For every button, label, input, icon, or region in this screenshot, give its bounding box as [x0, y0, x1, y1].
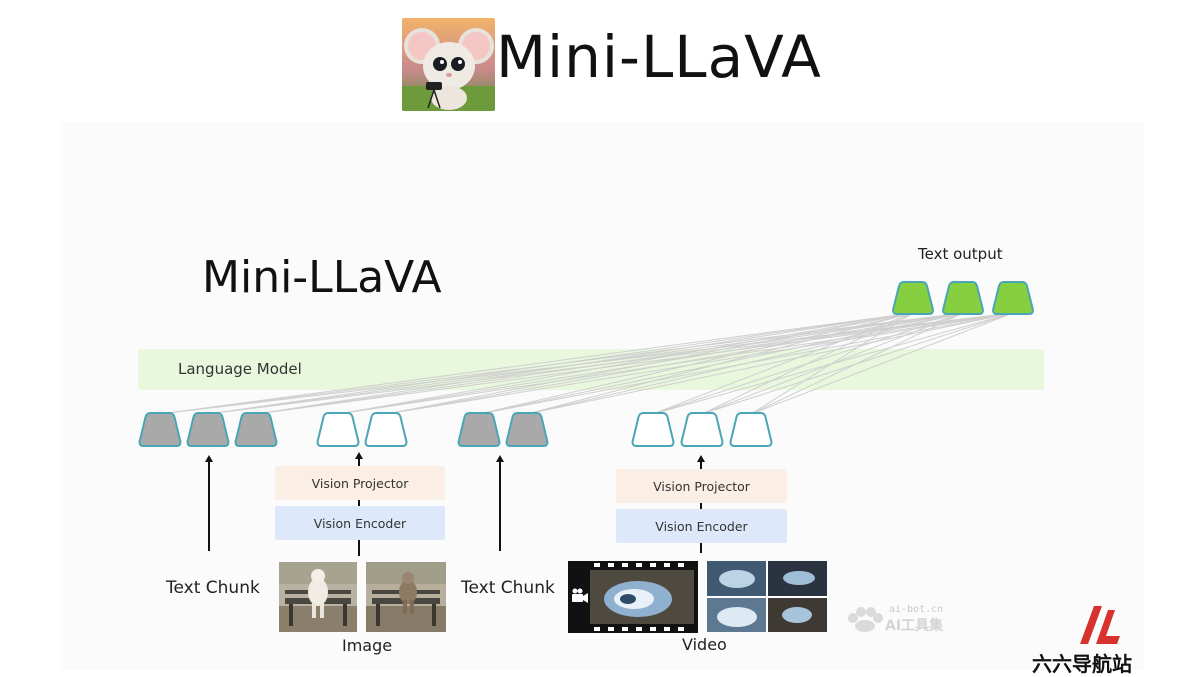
- token-link: [385, 312, 964, 415]
- nav-site-logo-icon: [1080, 606, 1120, 644]
- image-label: Image: [342, 636, 393, 655]
- video-label: Video: [682, 635, 727, 654]
- vision-token: [364, 412, 408, 447]
- token-link: [255, 312, 964, 415]
- output-token: [991, 281, 1035, 315]
- token-link: [255, 312, 914, 415]
- token-link: [337, 312, 914, 415]
- watermark-site: ai-bot.cn: [889, 604, 944, 615]
- nav-site-label: 六六导航站: [1032, 652, 1132, 676]
- video-camera-icon: [572, 588, 588, 603]
- token-link: [652, 312, 914, 415]
- video-frames-grid: [707, 561, 827, 632]
- output-token: [941, 281, 985, 315]
- vision-token: [729, 412, 773, 447]
- text-chunk-label-1: Text Chunk: [166, 578, 260, 598]
- token-link: [526, 312, 1014, 415]
- vision-token: [680, 412, 724, 447]
- language-model-label: Language Model: [178, 360, 302, 378]
- image-vision-encoder: Vision Encoder: [275, 506, 445, 540]
- token-link: [385, 312, 914, 415]
- text-chunk-label-2: Text Chunk: [461, 578, 555, 598]
- token-link: [478, 312, 914, 415]
- video-vision-encoder: Vision Encoder: [616, 509, 787, 543]
- vision-token: [316, 412, 360, 447]
- text-token: [457, 412, 501, 447]
- dog-photo-2: [366, 562, 446, 632]
- text-chunk-arrow-1: [205, 455, 213, 551]
- token-link: [159, 312, 914, 415]
- watermark-brand: AI工具集: [885, 618, 944, 634]
- video-vision-projector: Vision Projector: [616, 469, 787, 503]
- diagram-title: Mini-LLaVA: [202, 252, 442, 303]
- video-filmstrip: [568, 561, 698, 633]
- token-link: [526, 312, 964, 415]
- vision-token: [631, 412, 675, 447]
- dog-photo-1: [279, 562, 357, 632]
- image-vision-projector: Vision Projector: [275, 466, 445, 500]
- paw-icon: [848, 607, 883, 632]
- text-token: [234, 412, 278, 447]
- text-token: [186, 412, 230, 447]
- text-token: [138, 412, 182, 447]
- token-link: [750, 312, 964, 415]
- token-link: [207, 312, 914, 415]
- text-token: [505, 412, 549, 447]
- text-chunk-arrow-2: [496, 455, 504, 551]
- token-link: [750, 312, 914, 415]
- mascot-thumbnail: [402, 18, 495, 111]
- token-link: [750, 312, 1014, 415]
- output-token: [891, 281, 935, 315]
- token-link: [701, 312, 914, 415]
- token-link: [385, 312, 1014, 415]
- header-title: Mini-LLaVA: [496, 23, 822, 91]
- text-output-label: Text output: [918, 245, 1003, 263]
- token-link: [526, 312, 914, 415]
